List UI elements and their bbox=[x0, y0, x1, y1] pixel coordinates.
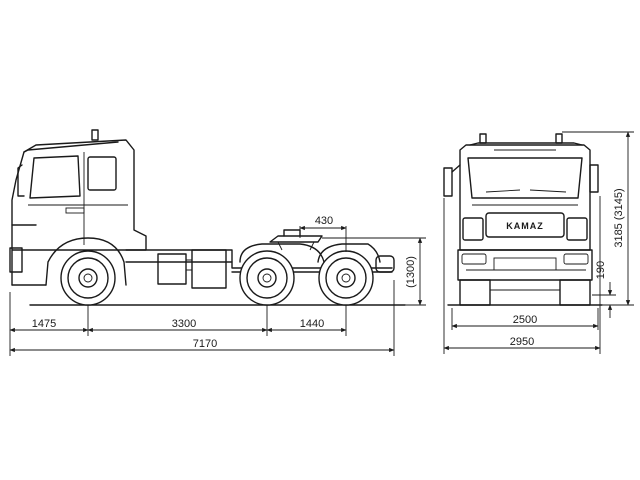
front-bumper bbox=[457, 249, 593, 281]
rear-cab-window bbox=[87, 156, 117, 191]
rear-wheel-1 bbox=[239, 250, 295, 306]
dim-rear-axle-spacing: 1440 bbox=[300, 318, 324, 330]
front-view: KAMAZ 2500 2950 318 bbox=[443, 131, 634, 354]
battery-box bbox=[191, 249, 227, 289]
dim-ground-clearance: 190 bbox=[595, 261, 607, 279]
dim-fifth-wheel-height: (1300) bbox=[405, 256, 417, 288]
rear-light bbox=[375, 255, 395, 273]
rear-wheel-2 bbox=[318, 250, 374, 306]
dim-overall-length: 7170 bbox=[193, 338, 217, 350]
front-dimensions: 2500 2950 3185 (3145) 190 bbox=[443, 131, 634, 354]
dim-track-width: 2500 bbox=[513, 314, 537, 326]
left-mirror bbox=[443, 167, 453, 197]
windshield bbox=[467, 157, 583, 199]
dim-front-overhang: 1475 bbox=[32, 318, 56, 330]
side-dimensions: 1475 3300 1440 7170 430 (1300) bbox=[9, 215, 426, 356]
front-tire-left bbox=[459, 279, 491, 306]
front-tire-right bbox=[559, 279, 591, 306]
front-wheel bbox=[60, 250, 116, 306]
headlight-left bbox=[462, 217, 484, 241]
logo: KAMAZ bbox=[506, 221, 544, 231]
chassis-frame bbox=[125, 243, 395, 289]
headlight-side bbox=[9, 247, 23, 273]
dim-fifth-wheel-offset: 430 bbox=[315, 215, 333, 227]
beacon-left-icon bbox=[479, 133, 487, 144]
side-view: 1475 3300 1440 7170 430 (1300) bbox=[9, 129, 426, 356]
dim-overall-height: 3185 (3145) bbox=[613, 188, 625, 247]
beacon-right-icon bbox=[555, 133, 563, 144]
side-window bbox=[29, 155, 81, 199]
headlight-right bbox=[566, 217, 588, 241]
fifth-wheel bbox=[269, 229, 323, 251]
dim-wheelbase: 3300 bbox=[172, 318, 196, 330]
right-mirror bbox=[589, 164, 599, 193]
grille bbox=[485, 212, 565, 238]
dim-overall-width: 2950 bbox=[510, 336, 534, 348]
fuel-tank bbox=[157, 253, 187, 285]
cab-side bbox=[9, 129, 147, 286]
beacon-icon bbox=[91, 129, 99, 141]
